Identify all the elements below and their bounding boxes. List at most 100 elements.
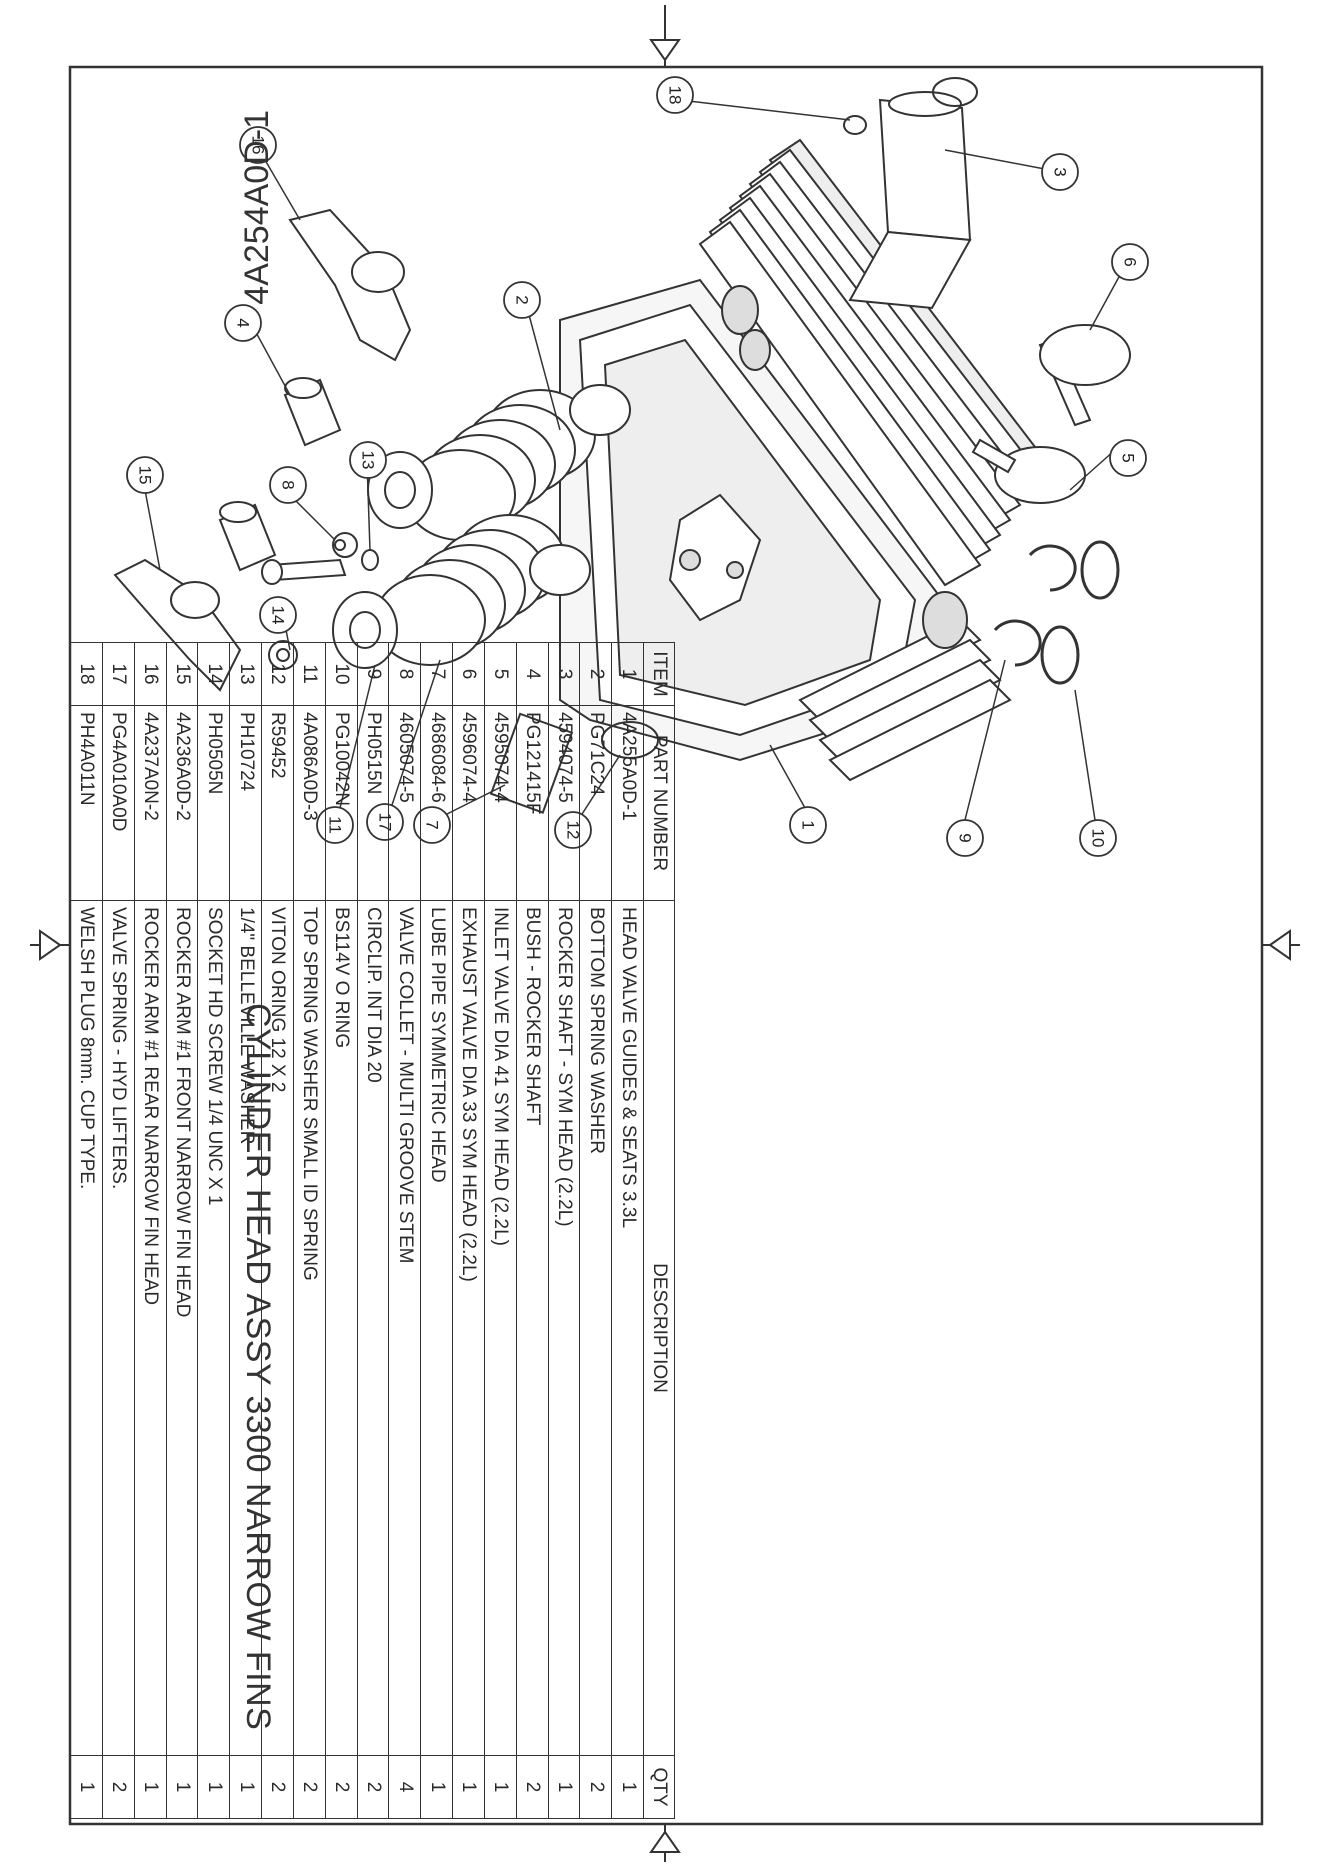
oring [1080,540,1120,600]
oring [1040,625,1080,685]
bom-item-cell: 6 [452,642,485,706]
callout-13 [349,441,387,479]
bom-part-cell: PG10042N [325,705,358,901]
bom-header-item: ITEM [643,642,675,706]
bom-part-cell: 4A237A0N-2 [134,705,167,901]
bom-item-cell: 8 [388,642,421,706]
bom-part-cell: PG121415F [516,705,549,901]
bom-qty-cell: 2 [357,1755,389,1819]
circlip [1028,544,1077,592]
bom-qty-cell: 2 [261,1755,294,1819]
cooling-fins [698,138,1047,587]
callout-label: 7 [423,820,442,829]
bom-qty-cell: 1 [70,1755,103,1819]
callout-17 [366,803,404,841]
bom-item-cell: 18 [70,642,103,706]
bom-part-cell: PH4A011N [70,705,103,901]
bom-qty-cell: 1 [229,1755,262,1819]
bom-item-cell: 13 [229,642,262,706]
callout-1 [789,806,827,844]
callout-12 [554,811,592,849]
bom-header-desc: DESCRIPTION [643,900,675,1756]
rocker-pedestal [668,493,762,622]
bom-part-cell: R59452 [261,705,294,901]
bom-qty-cell: 1 [548,1755,580,1819]
drawing-number: 4A254A0D-1 [238,110,276,305]
callout-label: 14 [269,606,288,625]
callout-2 [503,281,541,319]
callout-10 [1079,819,1117,857]
callout-3 [1041,153,1079,191]
bom-qty-cell: 1 [484,1755,517,1819]
callout-8 [269,466,307,504]
callout-label: 11 [326,816,345,834]
centering-mark-left [30,929,70,961]
callout-label: 17 [376,813,395,832]
callout-label: 13 [359,451,378,470]
bom-part-cell: 4596074-4 [452,705,485,901]
centering-mark-top [649,5,681,67]
callout-label: 10 [1089,829,1108,848]
drawing-title: CYLINDER HEAD ASSY 3300 NARROW FINS [239,1003,277,1731]
bom-item-cell: 5 [484,642,517,706]
callout-label: 18 [666,86,685,105]
bom-desc-cell: VALVE SPRING - HYD LIFTERS. [102,900,135,1756]
callout-label: 16 [249,136,268,155]
bom-qty-cell: 2 [516,1755,549,1819]
bom-item-cell: 16 [134,642,167,706]
callout-label: 5 [1119,453,1138,462]
bom-desc-cell: VALVE COLLET - MULTI GROOVE STEM [388,900,421,1756]
oring-top [932,77,978,107]
spring-washer [332,384,631,669]
valve-spring [374,514,566,666]
bom-part-cell: 4605074-5 [388,705,421,901]
bom-desc-cell: BS114V O RING [325,900,358,1756]
callout-4 [224,304,262,342]
bom-item-cell: 17 [102,642,135,706]
centering-mark-bottom [649,1824,681,1862]
bom-part-cell: PH0515N [357,705,389,901]
callout-11 [316,806,354,844]
bom-qty-cell: 1 [197,1755,230,1819]
bom-part-cell: 4A255A0D-1 [611,705,644,901]
bom-desc-cell: LUBE PIPE SYMMETRIC HEAD [420,900,453,1756]
bom-desc-cell: SOCKET HD SCREW 1/4 UNC X 1 [197,900,230,1756]
bom-part-cell: PH10724 [229,705,262,901]
bom-part-cell: PG4A010A0D [102,705,135,901]
bom-desc-cell: TOP SPRING WASHER SMALL ID SPRING [293,900,326,1756]
callout-5 [1109,439,1147,477]
bom-desc-cell: ROCKER ARM #1 FRONT NARROW FIN HEAD [166,900,198,1756]
exhaust-valve [1038,324,1131,427]
inlet-valve [971,438,1086,504]
oring [601,721,659,759]
bom-item-cell: 12 [261,642,294,706]
bom-header-qty: QTY [643,1755,675,1819]
rocker-shaft [848,91,972,310]
leader-lines [144,97,1121,826]
callout-balloons [126,76,1149,857]
bom-desc-cell: EXHAUST VALVE DIA 33 SYM HEAD (2.2L) [452,900,485,1756]
bom-desc-cell: WELSH PLUG 8mm. CUP TYPE. [70,900,103,1756]
bom-item-cell: 14 [197,642,230,706]
small-parts [218,377,659,814]
bom-part-cell: 4594074-5 [548,705,580,901]
callout-label: 1 [799,820,818,829]
bom-qty-cell: 4 [388,1755,421,1819]
bom-desc-cell: ROCKER SHAFT - SYM HEAD (2.2L) [548,900,580,1756]
